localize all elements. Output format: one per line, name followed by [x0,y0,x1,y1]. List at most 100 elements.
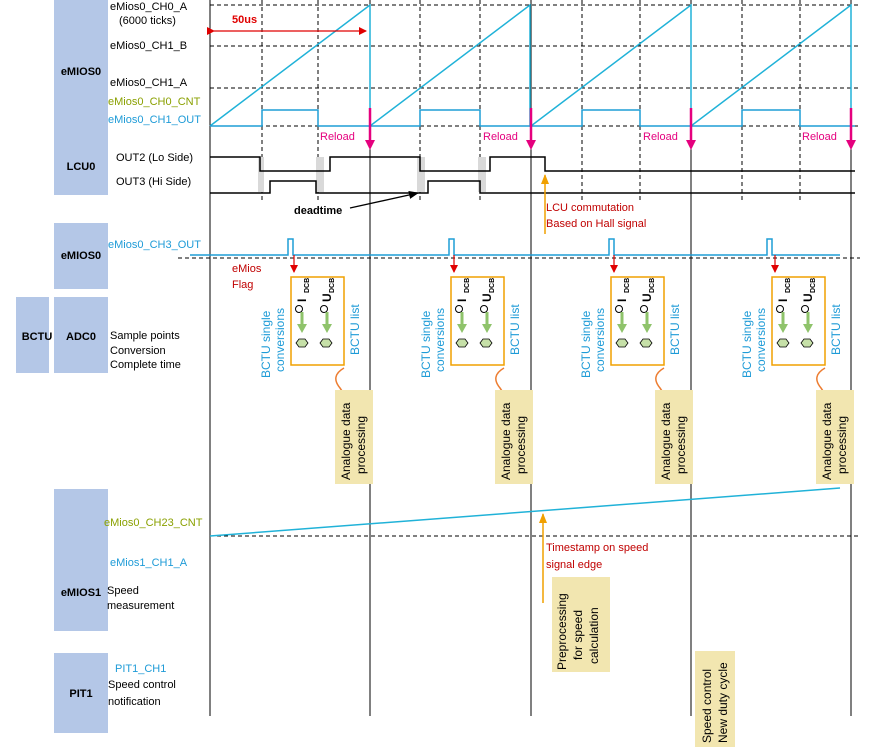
block-adc0 [54,297,108,373]
bctu-list-box [771,276,826,366]
bctu-conversions-label: conversions [754,308,768,372]
green-arrowhead [778,324,788,333]
reload-label: Reload [802,131,837,143]
emios1-label: eMIOS1 [61,587,101,599]
emios-flag-line2: Flag [232,279,253,291]
speed-control-line2: New duty cycle [716,662,730,743]
conversion-hexagon [295,338,309,348]
block-pit1 [54,653,108,733]
conversion-hexagon [455,338,469,348]
idcb-subscript: DCB [304,278,311,293]
adc-line1: Sample points [110,330,180,342]
idcb-label: I [776,299,790,302]
annotations: 50us deadtime LCU commutation Based on H… [232,14,648,571]
ch23-cnt-label: eMios0_CH23_CNT [104,517,203,529]
block-emios1 [54,489,108,631]
preprocessing-line3: calculation [587,607,601,664]
ticks-label: (6000 ticks) [119,15,176,27]
block-bctu [16,297,49,373]
conversion-hexagon [479,338,493,348]
idcb-label: I [615,299,629,302]
pit1-label: PIT1 [69,688,92,700]
reload-label: Reload [483,131,518,143]
conversion-hexagon [800,338,814,348]
conversion-hexagon [776,338,790,348]
block-labels: eMIOS0 LCU0 eMIOS0 BCTU ADC0 eMIOS1 PIT1 [22,66,101,700]
lcu-comm-line1: LCU commutation [546,202,634,214]
pit-line1: Speed control [108,679,176,691]
udcb-subscript: DCB [489,278,496,293]
green-arrowhead [617,324,627,333]
analogue-note [655,390,693,484]
idcb-label: I [455,299,469,302]
analogue-note [816,390,854,484]
reload-arrowhead [365,140,375,150]
block-emios0-top [54,0,108,142]
sample-point-dot [320,305,328,313]
bctu-list-box [290,276,345,366]
deadtime-label: deadtime [294,205,342,217]
deadtime-shade [417,157,425,192]
signal-labels: eMios0_CH0_A (6000 ticks) eMios0_CH1_B e… [104,1,203,708]
bctu-list-label: BCTU list [508,304,522,355]
sample-point-dot [480,305,488,313]
sample-point-dot [776,305,784,313]
emios1-ch1-a-label: eMios1_CH1_A [110,557,188,569]
adc-line2: Conversion [110,345,166,357]
deadtime-arrow [349,191,419,209]
conversion-hexagon [319,338,333,348]
emios0-top-label: eMIOS0 [61,66,101,78]
udcb-label: U [320,293,334,302]
deadtime-shade [316,157,324,192]
bctu-conversions-label: conversions [273,308,287,372]
reload-arrowhead [686,140,696,150]
bctu-list-box [610,276,665,366]
udcb-label: U [640,293,654,302]
speed-control-line1: Speed control [700,669,714,743]
conversion-hexagon [615,338,629,348]
ch1-b-label: eMios0_CH1_B [110,40,187,52]
idcb-label: I [295,299,309,302]
ch0-cnt-sawtooth [209,3,852,128]
sample-point-dot [615,305,623,313]
out3-label: OUT3 (Hi Side) [116,176,191,188]
pit-line2: notification [108,696,161,708]
adc-line3: Complete time [110,359,181,371]
udcb-label: U [480,293,494,302]
ch1-out-pwm [210,109,855,127]
udcb-subscript: DCB [329,278,336,293]
out2-waveform [210,156,855,172]
bctu-single-label: BCTU single [259,310,273,378]
bctu-list-label: BCTU list [829,304,843,355]
udcb-label: U [801,293,815,302]
speed-control-note [695,651,735,747]
analogue-note [495,390,533,484]
preprocessing-note [552,577,610,672]
analogue-line2: processing [835,416,849,474]
idcb-subscript: DCB [464,278,471,293]
out2-label: OUT2 (Lo Side) [116,152,193,164]
speed-line2: measurement [107,600,174,612]
bctu-label: BCTU [22,331,53,343]
adc0-label: ADC0 [66,331,96,343]
preprocessing-line2: for speed [571,610,585,660]
lcu0-label: LCU0 [67,161,96,173]
green-arrowhead [457,324,467,333]
analogue-line1: Analogue data [339,402,353,480]
block-lcu0 [54,141,108,195]
bctu-list-label: BCTU list [668,304,682,355]
block-emios0-mid [54,223,108,289]
analogue-note [335,390,373,484]
green-arrowhead [322,324,332,333]
deadtime-shade [258,157,264,192]
ch1-out-label: eMios0_CH1_OUT [108,114,201,126]
analogue-line1: Analogue data [820,402,834,480]
sample-point-dot [295,305,303,313]
green-arrowhead [482,324,492,333]
idcb-subscript: DCB [785,278,792,293]
analogue-line2: processing [674,416,688,474]
